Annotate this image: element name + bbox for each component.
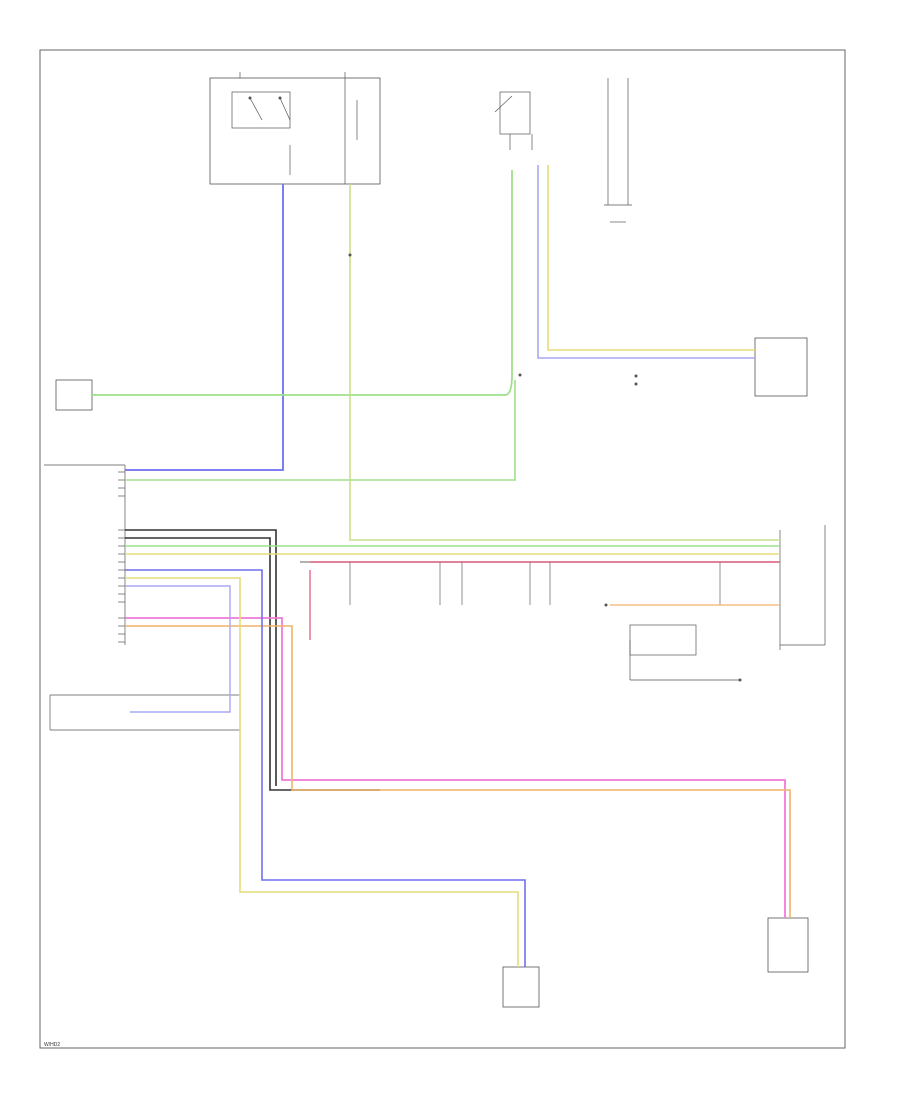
main-module-connector xyxy=(44,464,126,645)
right-edge-connector xyxy=(629,525,826,681)
wire-lightblue-2 xyxy=(125,585,231,713)
wire-yellowgreen xyxy=(349,184,780,541)
right-module xyxy=(754,337,808,397)
wire-orange-1 xyxy=(125,625,791,918)
wire-lightblue-1 xyxy=(537,165,755,359)
bottom-middle-module xyxy=(502,966,540,1008)
connector-markers xyxy=(348,253,742,682)
wire-yellow-2 xyxy=(125,577,519,967)
fuse-relay-box xyxy=(209,72,381,185)
wire-pink-1 xyxy=(125,617,786,918)
instrument-cluster-connector xyxy=(49,694,240,731)
page-code: W/HD2 xyxy=(44,1042,60,1048)
bus-drops xyxy=(349,562,721,605)
diagram-frame xyxy=(39,49,846,1049)
wire-yellow-1 xyxy=(547,165,755,351)
bottom-right-module xyxy=(767,917,809,973)
wire-red-bus xyxy=(309,561,780,640)
wire-green-2 xyxy=(125,380,516,481)
wire-black-2 xyxy=(125,529,277,786)
wire-green-1 xyxy=(92,170,513,396)
wire-black-1 xyxy=(125,537,380,791)
switch-assembly xyxy=(494,78,632,223)
left-small-module xyxy=(55,379,93,411)
wire-blue-1 xyxy=(125,184,284,471)
wire-blue-2 xyxy=(125,569,526,967)
